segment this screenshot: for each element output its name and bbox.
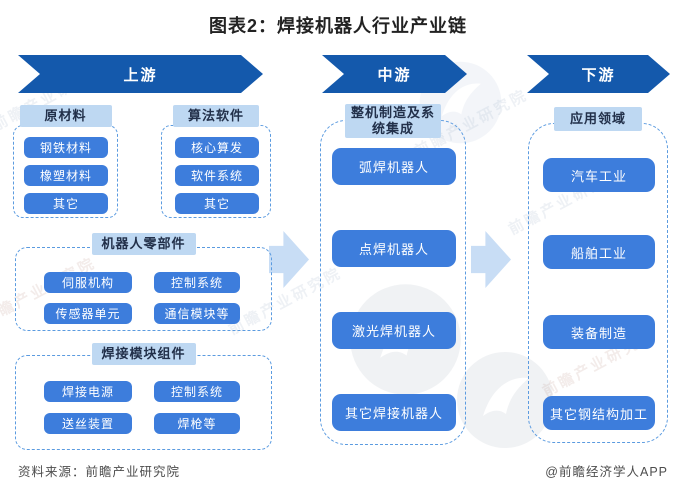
downstream-item: 汽车工业 — [543, 158, 655, 192]
group-midstream: 整机制造及系统集成 弧焊机器人 点焊机器人 激光焊机器人 其它焊接机器人 — [320, 104, 466, 445]
group-robot-components: 机器人零部件 伺服机构 控制系统 传感器单元 通信模块等 — [15, 233, 272, 331]
group-raw-materials: 原材料 钢铁材料 橡塑材料 其它 — [13, 105, 118, 218]
flow-arrow-upstream-to-midstream — [269, 231, 309, 288]
group-label: 整机制造及系统集成 — [345, 104, 441, 138]
upstream-item: 其它 — [24, 193, 108, 214]
upstream-item: 传感器单元 — [44, 303, 132, 324]
source-note: 资料来源：前瞻产业研究院 — [18, 465, 181, 479]
midstream-item: 点焊机器人 — [332, 230, 456, 267]
group-label: 算法软件 — [173, 105, 259, 127]
group-label: 原材料 — [19, 105, 112, 127]
group-downstream: 应用领域 汽车工业 船舶工业 装备制造 其它钢结构加工 — [528, 107, 668, 443]
stage-banner-label: 中游 — [377, 66, 412, 84]
upstream-item: 控制系统 — [154, 381, 240, 402]
stage-banner-upstream: 上游 — [18, 55, 263, 93]
downstream-item: 其它钢结构加工 — [543, 396, 655, 430]
upstream-item: 其它 — [175, 193, 259, 214]
upstream-item: 控制系统 — [154, 272, 240, 293]
group-algorithm-software: 算法软件 核心算发 软件系统 其它 — [161, 105, 271, 218]
group-label: 机器人零部件 — [91, 233, 196, 255]
stage-banner-midstream: 中游 — [322, 55, 467, 93]
upstream-item: 核心算发 — [175, 137, 259, 158]
midstream-item: 激光焊机器人 — [332, 312, 456, 349]
page-title: 图表2：焊接机器人行业产业链 — [208, 16, 467, 36]
stage-banner-downstream: 下游 — [527, 55, 670, 93]
group-welding-modules: 焊接模块组件 焊接电源 控制系统 送丝装置 焊枪等 — [15, 343, 272, 450]
credit-note: @前瞻经济学人APP — [545, 465, 668, 479]
upstream-item: 钢铁材料 — [24, 137, 108, 158]
upstream-item: 橡塑材料 — [24, 165, 108, 186]
upstream-item: 通信模块等 — [154, 303, 240, 324]
stage-banner-label: 下游 — [581, 66, 616, 84]
upstream-item: 软件系统 — [175, 165, 259, 186]
group-label: 应用领域 — [554, 107, 642, 131]
upstream-item: 送丝装置 — [44, 413, 132, 434]
upstream-item: 焊枪等 — [154, 413, 240, 434]
upstream-item: 伺服机构 — [44, 272, 132, 293]
downstream-item: 船舶工业 — [543, 235, 655, 269]
midstream-item: 其它焊接机器人 — [332, 394, 456, 431]
stage-banner-label: 上游 — [123, 66, 158, 84]
downstream-item: 装备制造 — [543, 315, 655, 349]
upstream-item: 焊接电源 — [44, 381, 132, 402]
midstream-item: 弧焊机器人 — [332, 148, 456, 185]
flow-arrow-midstream-to-downstream — [471, 231, 511, 288]
group-label: 焊接模块组件 — [91, 343, 196, 365]
